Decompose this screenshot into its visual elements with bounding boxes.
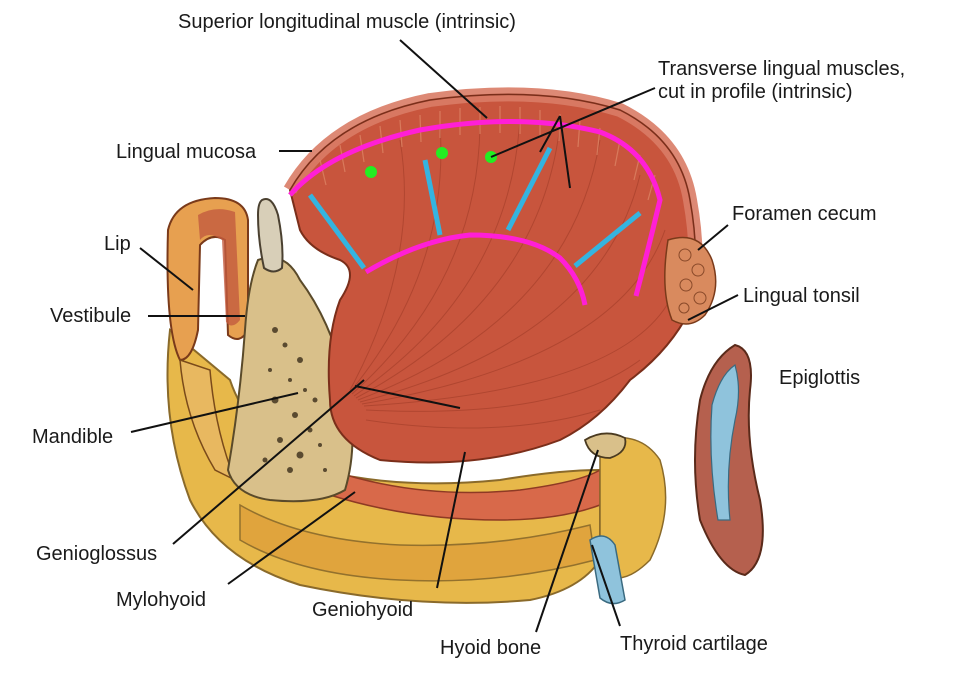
label-genioglossus: Genioglossus bbox=[36, 543, 157, 565]
label-geniohyoid: Geniohyoid bbox=[312, 599, 413, 621]
leader-thyroid-cartilage bbox=[591, 544, 621, 627]
label-lip: Lip bbox=[104, 233, 131, 255]
lip-inner-muscle bbox=[198, 209, 240, 326]
genioglossus-fibers bbox=[349, 117, 671, 429]
anatomy-illustration bbox=[166, 87, 764, 605]
leader-genioglossus-2 bbox=[354, 385, 461, 409]
leader-superior-longitudinal bbox=[399, 39, 488, 119]
label-epiglottis: Epiglottis bbox=[779, 367, 860, 389]
label-hyoid-bone: Hyoid bone bbox=[440, 637, 541, 659]
cyan-transverse-markers bbox=[307, 146, 642, 270]
magenta-arc-inferior bbox=[364, 232, 588, 306]
label-thyroid-cartilage: Thyroid cartilage bbox=[620, 633, 768, 655]
leader-mandible bbox=[130, 392, 299, 433]
label-transverse-line1: Transverse lingual muscles, bbox=[658, 58, 905, 80]
lingual-tonsil-nodules bbox=[678, 248, 707, 314]
leader-foramen-cecum bbox=[697, 224, 729, 251]
leader-genioglossus-1 bbox=[172, 379, 365, 545]
label-mylohyoid: Mylohyoid bbox=[116, 589, 206, 611]
label-foramen-cecum: Foramen cecum bbox=[732, 203, 877, 225]
overlay-markers bbox=[288, 119, 663, 306]
leader-lip bbox=[139, 247, 194, 291]
label-superior-longitudinal: Superior longitudinal muscle (intrinsic) bbox=[178, 11, 516, 33]
leader-geniohyoid bbox=[436, 451, 466, 589]
thyroid-cartilage bbox=[589, 535, 626, 605]
leader-transverse-1 bbox=[490, 87, 656, 158]
label-transverse-line2: cut in profile (intrinsic) bbox=[658, 81, 853, 103]
labels: Superior longitudinal muscle (intrinsic)… bbox=[32, 11, 905, 659]
label-lingual-tonsil: Lingual tonsil bbox=[743, 285, 860, 307]
label-lingual-mucosa: Lingual mucosa bbox=[116, 141, 257, 163]
incisor-tooth bbox=[256, 198, 284, 273]
leader-hyoid-bone bbox=[535, 449, 599, 633]
magenta-arc-superior bbox=[288, 119, 663, 297]
leader-transverse-2 bbox=[539, 115, 561, 153]
epiglottic-cartilage bbox=[710, 364, 740, 521]
leader-transverse-3 bbox=[559, 115, 571, 189]
leader-lines bbox=[130, 39, 739, 633]
leader-lingual-tonsil bbox=[687, 294, 739, 321]
leader-mylohyoid bbox=[227, 491, 356, 585]
label-vestibule: Vestibule bbox=[50, 305, 131, 327]
lingual-mucosa-edge bbox=[289, 93, 697, 301]
hyoid-bone bbox=[583, 432, 627, 459]
green-dots bbox=[365, 147, 497, 178]
label-mandible: Mandible bbox=[32, 426, 113, 448]
